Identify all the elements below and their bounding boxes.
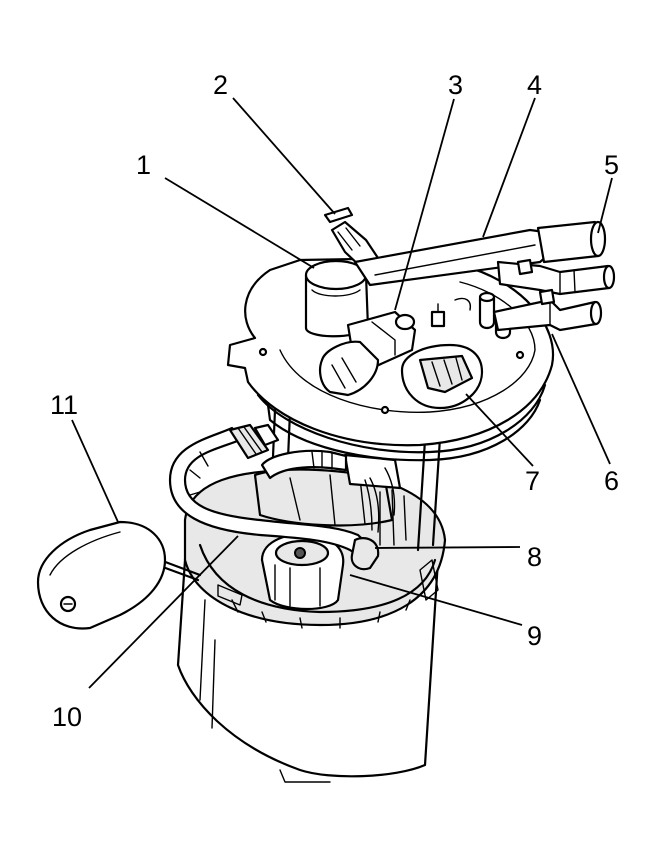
leader-6 <box>551 333 611 465</box>
fuel-pump <box>260 533 345 610</box>
callout-5: 5 <box>604 150 619 180</box>
callout-2: 2 <box>213 70 228 100</box>
callout-3: 3 <box>448 70 463 100</box>
fuel-tank-pressure-sensor <box>319 310 417 397</box>
leader-4 <box>482 97 536 238</box>
callout-7: 7 <box>525 466 540 496</box>
fuel-hose <box>168 423 380 571</box>
callout-10: 10 <box>52 702 82 732</box>
callout-8: 8 <box>527 542 542 572</box>
callout-11: 11 <box>50 390 78 420</box>
leader-lines <box>71 97 613 689</box>
callout-6: 6 <box>604 466 619 496</box>
leader-1 <box>164 177 315 269</box>
leader-8 <box>374 546 521 549</box>
leader-11 <box>71 419 119 523</box>
leader-9 <box>349 574 523 626</box>
callout-9: 9 <box>527 621 542 651</box>
leader-7 <box>465 393 534 467</box>
wire-harness <box>364 467 396 533</box>
leader-5 <box>597 177 613 234</box>
filter-housing <box>253 453 407 546</box>
callout-4: 4 <box>527 70 542 100</box>
leader-2 <box>232 97 336 215</box>
fuel-level-sender <box>36 520 202 630</box>
callout-labels: 1 2 3 4 5 6 7 8 9 10 11 <box>50 70 619 732</box>
callout-1: 1 <box>136 150 151 180</box>
electrical-connector <box>400 343 484 410</box>
fuel-pipes <box>353 220 616 332</box>
leader-10 <box>88 535 239 689</box>
guide-rods <box>270 408 442 552</box>
vent-canister <box>304 259 370 338</box>
vent-valve <box>323 206 380 270</box>
leader-3 <box>394 98 455 311</box>
